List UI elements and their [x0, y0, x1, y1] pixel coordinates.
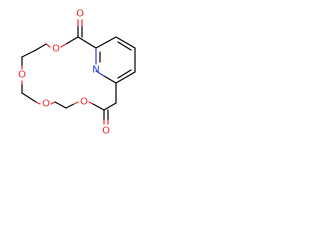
bond	[117, 41, 132, 51]
bond	[35, 43, 47, 51]
bond	[115, 36, 136, 49]
pyridine-nitrogen: N	[92, 65, 99, 76]
bond	[45, 43, 51, 48]
bond	[73, 101, 79, 105]
bond	[35, 101, 41, 105]
bond	[103, 102, 117, 111]
bond	[50, 101, 56, 105]
carbonyl-oxygen-top: O	[76, 9, 84, 20]
ring-oxygen-1: O	[52, 44, 60, 55]
bond	[115, 71, 136, 84]
bond	[77, 36, 97, 49]
structure-canvas: O O O O O N O	[0, 0, 150, 150]
ring-oxygen-4: O	[80, 97, 88, 108]
bond	[117, 69, 132, 79]
bond	[54, 101, 67, 109]
ring-oxygen-3: O	[42, 99, 50, 110]
bond	[95, 70, 105, 77]
molecule-structure: O O O O O N O	[18, 9, 136, 137]
bond	[21, 49, 37, 58]
bond	[103, 75, 117, 84]
ring-oxygen-2: O	[18, 70, 26, 81]
bond	[65, 103, 75, 109]
bond	[92, 103, 105, 111]
bond	[21, 92, 37, 103]
bond	[65, 36, 79, 45]
bond	[60, 43, 67, 48]
bond	[95, 36, 117, 49]
bond	[88, 101, 94, 105]
carbonyl-oxygen-bottom: O	[102, 126, 110, 137]
